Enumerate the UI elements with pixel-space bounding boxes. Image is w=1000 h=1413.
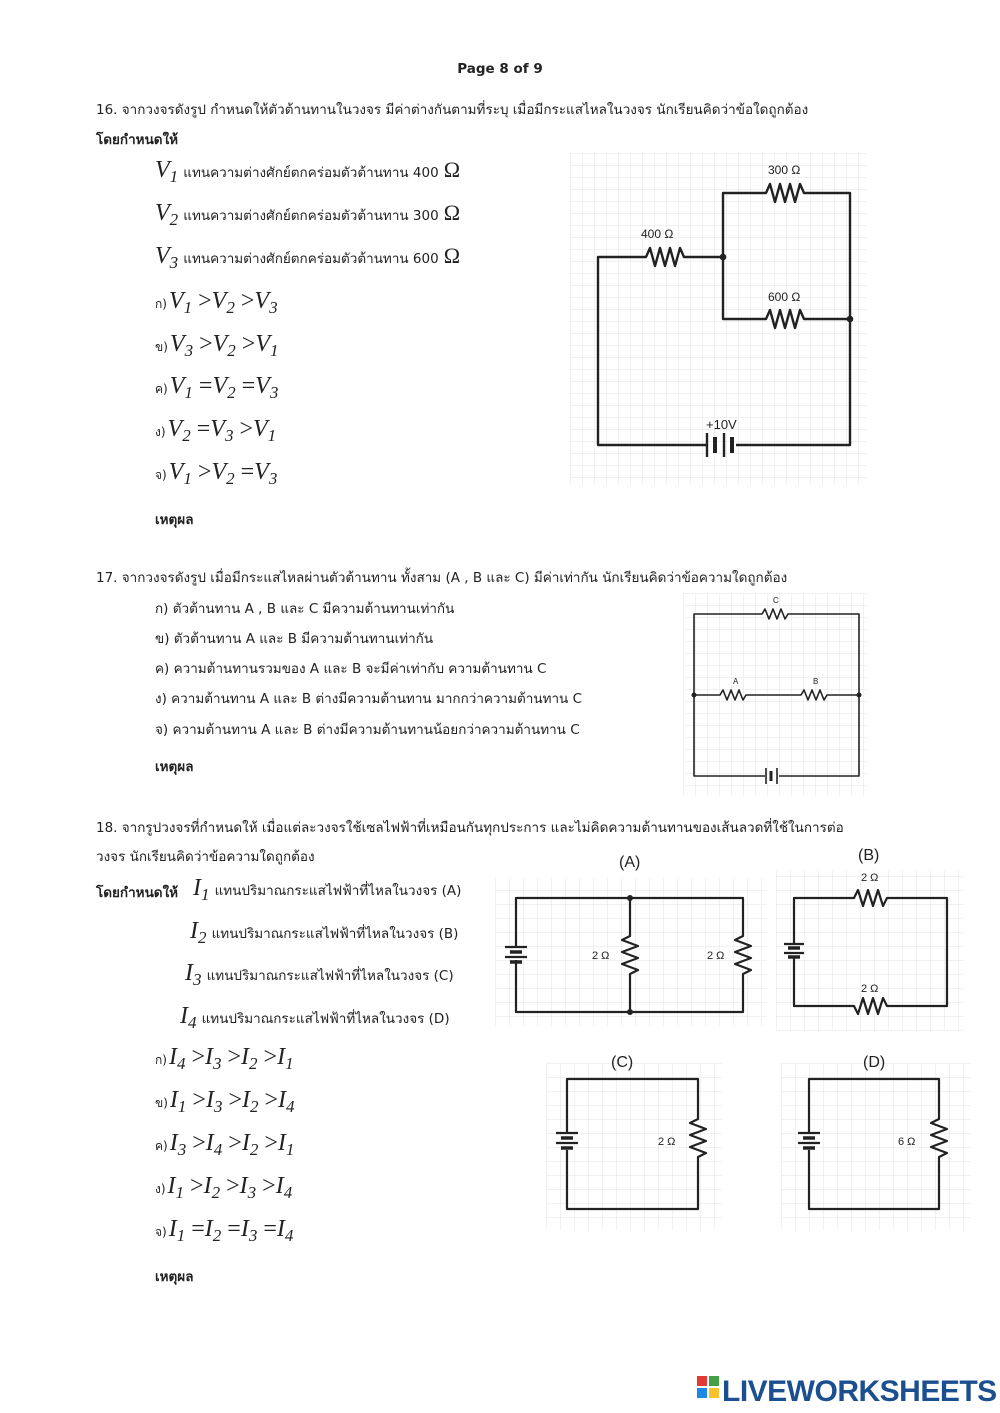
q18-option-d[interactable]: ง)I1 >I2 >I3 >I4 xyxy=(155,1173,293,1202)
liveworksheets-logo: LIVEWORKSHEETS xyxy=(696,1375,997,1409)
q18-circuit-c: (C) 2 Ω xyxy=(546,1054,722,1230)
label-left-2ohm: 2 Ω xyxy=(592,950,609,962)
q18-circuit-b: (B) 2 Ω 2 Ω xyxy=(776,848,964,1031)
circuit-d-title: (D) xyxy=(863,1054,885,1071)
page-label: Page 8 of 9 xyxy=(457,61,543,77)
q17-question: 17. จากวงจรดังรูป เมื่อมีกระแสไหลผ่านตัว… xyxy=(96,570,788,586)
junction-node xyxy=(691,692,697,698)
circuit-a-title: (A) xyxy=(619,854,640,871)
label-battery: +10V xyxy=(706,417,737,432)
label-right-2ohm: 2 Ω xyxy=(707,950,724,962)
q17-option-e[interactable]: จ) ความต้านทาน A และ B ต่างมีความต้านทาน… xyxy=(155,722,580,738)
resistor-c-branch xyxy=(693,608,860,695)
q16-def-v1: V1 แทนความต่างศักย์ตกคร่อมตัวต้านทาน 400… xyxy=(155,157,461,186)
return-wire xyxy=(736,319,852,447)
q18-def-i2: I2 แทนปริมาณกระแสไฟฟ้าที่ไหลในวงจร (B) xyxy=(190,918,459,947)
battery-symbol xyxy=(765,768,778,784)
battery-symbol xyxy=(784,942,804,959)
q16-reason-label: เหตุผล xyxy=(155,512,194,528)
q16-given-label: โดยกำหนดให้ xyxy=(96,132,179,148)
left-return-wire xyxy=(693,695,765,777)
q18-reason-label: เหตุผล xyxy=(155,1269,194,1285)
q18-option-b[interactable]: ข)I1 >I3 >I2 >I4 xyxy=(155,1087,295,1116)
q16-question: 16. จากวงจรดังรูป กำหนดให้ตัวต้านทานในวง… xyxy=(96,102,809,118)
resistor-600-branch xyxy=(721,257,850,330)
label-b: B xyxy=(813,677,818,686)
q16-circuit-diagram: 300 Ω 400 Ω 600 Ω +10V xyxy=(570,153,867,485)
q18-option-e[interactable]: จ)I1 =I2 =I3 =I4 xyxy=(155,1216,294,1245)
q17-circuit-diagram: C A B xyxy=(683,593,868,796)
q17-option-a[interactable]: ก) ตัวต้านทาน A , B และ C มีความต้านทานเ… xyxy=(155,601,455,617)
q16-option-c[interactable]: ค)V1 =V2 =V3 xyxy=(155,373,279,402)
q18-def-i3: I3 แทนปริมาณกระแสไฟฟ้าที่ไหลในวงจร (C) xyxy=(185,960,454,989)
resistor-400-branch xyxy=(596,246,723,447)
right-return-wire xyxy=(779,695,860,777)
q17-option-b[interactable]: ข) ตัวต้านทาน A และ B มีความต้านทานเท่าก… xyxy=(155,631,434,647)
q18-question-line2: วงจร นักเรียนคิดว่าข้อความใดถูกต้อง xyxy=(96,849,315,865)
q18-circuit-d: (D) 6 Ω xyxy=(781,1054,971,1230)
q18-option-a[interactable]: ก)I4 >I3 >I2 >I1 xyxy=(155,1044,294,1073)
series-loop xyxy=(792,888,949,1016)
junction-node xyxy=(856,692,862,698)
q18-option-c[interactable]: ค)I3 >I4 >I2 >I1 xyxy=(155,1130,295,1159)
q17-reason-label: เหตุผล xyxy=(155,759,194,775)
circuit-b-title: (B) xyxy=(858,848,879,864)
liveworksheets-text: LIVEWORKSHEETS xyxy=(722,1375,997,1408)
q16-option-b[interactable]: ข)V3 >V2 >V1 xyxy=(155,331,279,360)
battery-symbol xyxy=(705,433,734,457)
label-a: A xyxy=(733,677,739,686)
battery-symbol xyxy=(798,1131,820,1150)
junction-node xyxy=(719,253,727,261)
q16-option-e[interactable]: จ)V1 >V2 =V3 xyxy=(155,459,278,488)
circuit-c-title: (C) xyxy=(611,1054,633,1071)
q17-option-d[interactable]: ง) ความต้านทาน A และ B ต่างมีความต้านทาน… xyxy=(155,691,582,707)
q17-option-c[interactable]: ค) ความต้านทานรวมของ A และ B จะมีค่าเท่า… xyxy=(155,661,547,677)
q18-given-label: โดยกำหนดให้ xyxy=(96,885,179,901)
label-6ohm: 6 Ω xyxy=(898,1136,915,1148)
junction-node xyxy=(627,1009,633,1015)
q16-def-v3: V3 แทนความต่างศักย์ตกคร่อมตัวต้านทาน 600… xyxy=(155,243,461,272)
battery-symbol xyxy=(505,945,527,964)
label-600: 600 Ω xyxy=(768,290,800,304)
q16-option-a[interactable]: ก)V1 >V2 >V3 xyxy=(155,288,278,317)
label-bottom-2ohm: 2 Ω xyxy=(861,983,878,995)
battery-symbol xyxy=(556,1131,578,1150)
junction-node xyxy=(627,895,633,901)
label-c: C xyxy=(773,596,779,605)
resistor-300-branch xyxy=(721,182,852,319)
label-2ohm: 2 Ω xyxy=(658,1136,675,1148)
single-loop xyxy=(807,1077,949,1211)
middle-resistor-branch xyxy=(620,898,640,1012)
label-400: 400 Ω xyxy=(641,227,673,241)
outer-loop xyxy=(514,896,753,1014)
q18-question-line1: 18. จากรูปวงจรที่กำหนดให้ เมื่อแต่ละวงจร… xyxy=(96,820,844,836)
q16-def-v2: V2 แทนความต่างศักย์ตกคร่อมตัวต้านทาน 300… xyxy=(155,200,461,229)
resistor-ab-branch xyxy=(694,689,859,701)
q18-circuit-a: (A) 2 Ω 2 Ω xyxy=(495,854,767,1026)
junction-node xyxy=(846,315,854,323)
label-top-2ohm: 2 Ω xyxy=(861,872,878,884)
q18-def-i1: I1 แทนปริมาณกระแสไฟฟ้าที่ไหลในวงจร (A) xyxy=(193,875,462,904)
single-loop xyxy=(565,1077,708,1211)
liveworksheets-logo-icon xyxy=(697,1376,719,1398)
q16-option-d[interactable]: ง)V2 =V3 >V1 xyxy=(155,416,277,445)
q18-def-i4: I4 แทนปริมาณกระแสไฟฟ้าที่ไหลในวงจร (D) xyxy=(180,1003,450,1032)
label-300: 300 Ω xyxy=(768,163,800,177)
